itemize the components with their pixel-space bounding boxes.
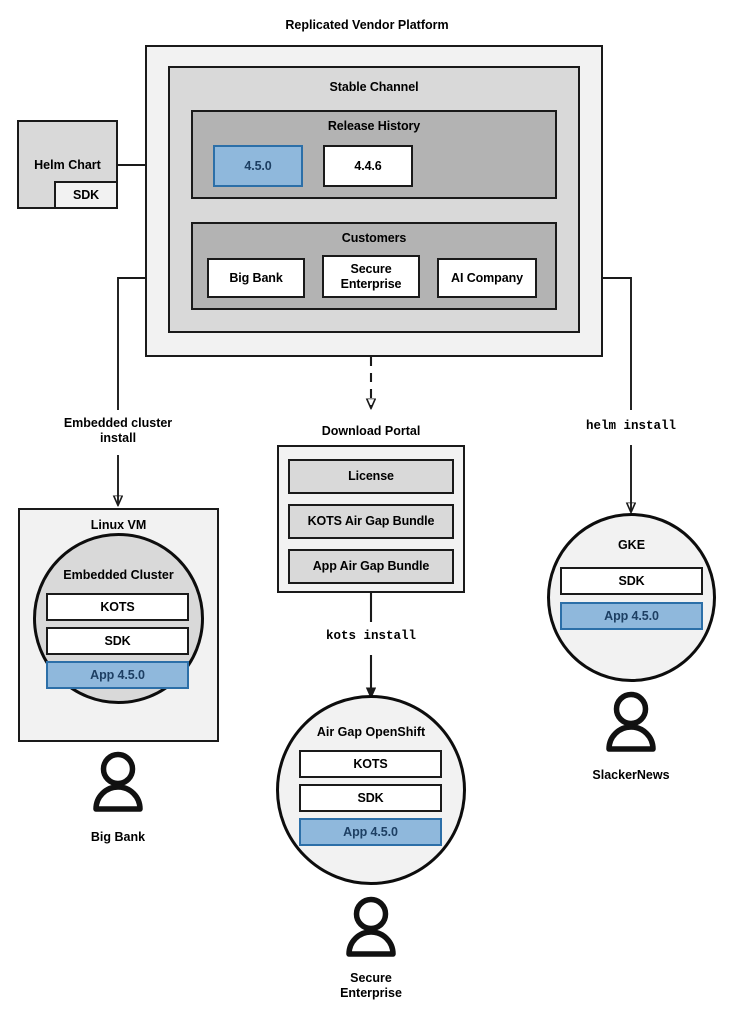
page-title: Replicated Vendor Platform (285, 18, 449, 32)
helm-chart-sdk-box[interactable]: SDK (54, 181, 118, 209)
edge-label-embedded-cluster-install: Embedded cluster install (63, 416, 173, 446)
gke-title: GKE (617, 538, 646, 552)
release-history-title: Release History (327, 119, 421, 133)
stable-channel-title: Stable Channel (329, 80, 419, 94)
download-portal-title: Download Portal (321, 424, 421, 438)
linux-vm-component-app[interactable]: App 4.5.0 (46, 661, 189, 689)
openshift-component-kots[interactable]: KOTS (299, 750, 442, 778)
gke-circle (547, 513, 716, 682)
customer-chip-ai-company[interactable]: AI Company (437, 258, 537, 298)
edge-label-helm-install: helm install (585, 419, 676, 433)
customers-title: Customers (341, 231, 407, 245)
gke-component-sdk[interactable]: SDK (560, 567, 703, 595)
embedded-cluster-title: Embedded Cluster (63, 568, 174, 582)
openshift-customer-label: Secure Enterprise (340, 971, 402, 1001)
person-icon (606, 691, 656, 752)
release-chip-4-4-6[interactable]: 4.4.6 (323, 145, 413, 187)
portal-item-kots-air-gap-bundle[interactable]: KOTS Air Gap Bundle (288, 504, 454, 539)
openshift-component-sdk[interactable]: SDK (299, 784, 442, 812)
openshift-component-app[interactable]: App 4.5.0 (299, 818, 442, 846)
linux-vm-customer-label: Big Bank (90, 830, 146, 844)
portal-item-app-air-gap-bundle[interactable]: App Air Gap Bundle (288, 549, 454, 584)
linux-vm-title: Linux VM (90, 518, 147, 532)
customer-chip-secure-enterprise[interactable]: Secure Enterprise (322, 255, 420, 298)
linux-vm-component-kots[interactable]: KOTS (46, 593, 189, 621)
portal-item-license[interactable]: License (288, 459, 454, 494)
release-chip-4-5-0[interactable]: 4.5.0 (213, 145, 303, 187)
helm-chart-label: Helm Chart (34, 158, 101, 172)
person-icon (346, 896, 396, 957)
air-gap-openshift-title: Air Gap OpenShift (316, 725, 426, 739)
person-icon (93, 751, 143, 812)
customer-chip-big-bank[interactable]: Big Bank (207, 258, 305, 298)
edge-label-kots-install: kots install (325, 629, 416, 643)
linux-vm-component-sdk[interactable]: SDK (46, 627, 189, 655)
gke-customer-label: SlackerNews (592, 768, 670, 782)
gke-component-app[interactable]: App 4.5.0 (560, 602, 703, 630)
